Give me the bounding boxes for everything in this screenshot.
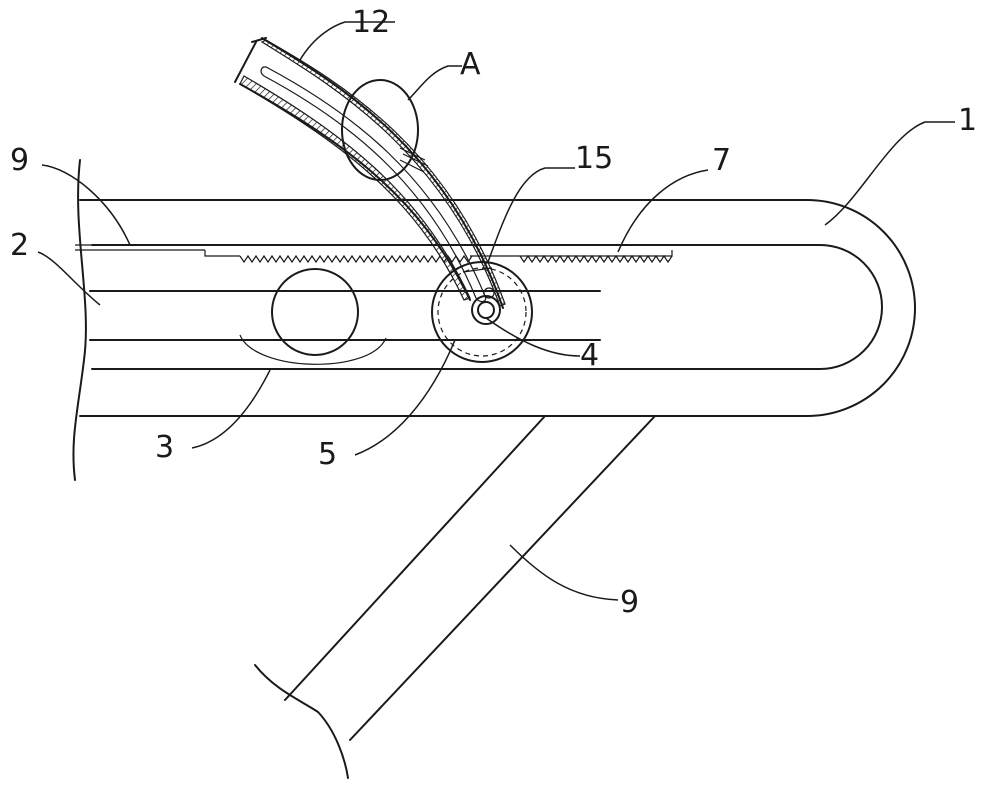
label-1: 1 [958, 103, 977, 138]
label-a: A [460, 47, 481, 82]
lever-inner-edge [239, 83, 471, 301]
pivot-outer [471, 295, 501, 325]
label-15: 15 [575, 141, 613, 176]
pivot-inner [477, 301, 495, 319]
leader-9-lower [509, 544, 619, 601]
leader-a [407, 65, 462, 101]
lever-inner-slot [260, 66, 487, 303]
label-9-lower: 9 [620, 585, 639, 620]
lever-break-2 [251, 37, 267, 43]
lever-mark-15 [462, 267, 493, 273]
gear-pitch-circle [437, 267, 527, 357]
outer-housing [79, 199, 916, 417]
lower-leg-line-1 [284, 415, 546, 701]
leader-2 [37, 251, 101, 306]
label-2: 2 [10, 228, 29, 263]
lever-break-1 [234, 41, 257, 83]
rack-teeth [239, 254, 673, 264]
roller-dashed-arc [239, 334, 387, 365]
bottom-break-line [254, 664, 349, 779]
leader-7 [617, 169, 709, 253]
left-break-line [72, 159, 87, 481]
leader-15 [487, 167, 575, 263]
label-5: 5 [318, 437, 337, 472]
roller-wheel [271, 268, 359, 356]
leader-12 [299, 21, 395, 61]
label-9-upper: 9 [10, 143, 29, 178]
lever-hatch-right [260, 39, 506, 307]
lower-leg-line-2 [349, 415, 656, 741]
lever-hatch-left [239, 75, 471, 301]
leader-5 [354, 339, 456, 456]
label-3: 3 [155, 430, 174, 465]
inner-slot [91, 244, 883, 370]
leader-1 [824, 121, 955, 226]
detail-circle-a [341, 79, 419, 181]
label-4: 4 [580, 338, 599, 373]
label-7: 7 [712, 143, 731, 178]
leader-4 [485, 317, 581, 357]
leader-3 [191, 369, 271, 449]
label-12: 12 [352, 5, 390, 40]
gear-wheel [431, 261, 533, 363]
leader-9-upper [41, 164, 131, 246]
